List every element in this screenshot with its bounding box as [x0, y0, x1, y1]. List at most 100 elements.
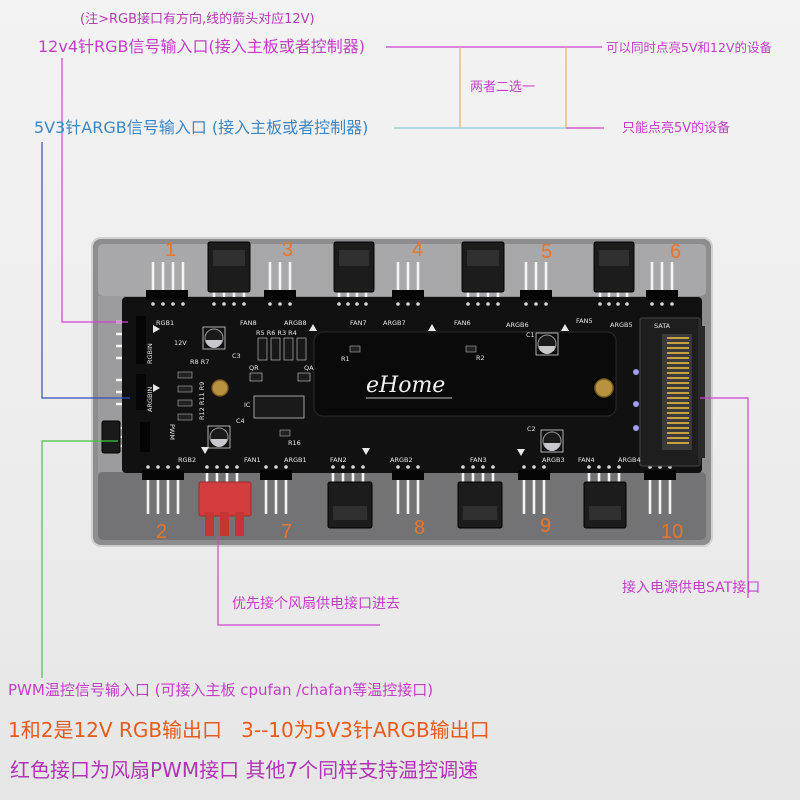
header-base-argb7 [392, 290, 424, 300]
callout-lines [41, 46, 749, 678]
housing-shell [333, 241, 375, 293]
solder-pad [351, 465, 355, 469]
solder-pad [587, 465, 591, 469]
capacitor-c3 [202, 326, 226, 350]
label-fan7: FAN7 [350, 319, 367, 327]
solder-pad [288, 302, 292, 306]
logo-text: eHome [366, 373, 445, 398]
housing-shell [457, 481, 503, 529]
solder-pad [466, 302, 470, 306]
label-sata: SATA [654, 322, 671, 330]
solder-pad [544, 302, 548, 306]
label-ic: IC [244, 401, 251, 409]
label-fan8: FAN8 [240, 319, 257, 327]
label-r8-r7: R8 R7 [190, 358, 209, 366]
resistor-r2 [465, 345, 477, 353]
label-argb5: ARGB5 [610, 321, 633, 329]
solder-pad [532, 465, 536, 469]
label-rgb1: RGB1 [156, 319, 174, 327]
pwm-header-base [140, 422, 150, 452]
led [633, 369, 639, 375]
center-plateau [313, 331, 617, 417]
solder-pad [597, 465, 601, 469]
fan8-connector [207, 241, 251, 293]
header-base-argb6 [520, 290, 552, 300]
capacitor-c1 [535, 332, 559, 356]
ic-chip [253, 395, 305, 419]
label-c1: C1 [526, 331, 535, 339]
potentiometer-right [594, 378, 614, 398]
capacitor-outline [207, 425, 231, 449]
label-qr: QR [249, 364, 259, 372]
solder-pad [396, 302, 400, 306]
port-number: 1 [165, 239, 177, 261]
callout-line-rgbin [61, 58, 128, 323]
housing-rib [220, 512, 229, 536]
solder-pad [461, 465, 465, 469]
capacitor-c2 [540, 429, 564, 453]
sata-latch [698, 326, 705, 458]
solder-pad [278, 302, 282, 306]
solder-pad [225, 465, 229, 469]
housing-rib [235, 512, 244, 536]
fan7-connector [333, 241, 375, 293]
rgb12v-input-label: 12v4针RGB信号输入口(接入主板或者控制器) [38, 37, 365, 56]
solder-pad [496, 302, 500, 306]
label-c3: C3 [232, 352, 241, 360]
label-rgb2: RGB2 [178, 456, 196, 464]
top-header-bases [146, 290, 678, 300]
housing-slot [589, 506, 621, 520]
choose-one-label: 两者二选一 [470, 80, 536, 95]
label-r16: R16 [288, 439, 301, 447]
capacitor-stripe [539, 346, 555, 354]
solder-pad [268, 302, 272, 306]
capacitor-stripe [206, 340, 222, 348]
solder-pad [361, 465, 365, 469]
solder-pad [212, 302, 216, 306]
summary-line-2: 红色接口为风扇PWM接口 其他7个同样支持温控调速 [10, 758, 479, 782]
solder-pad [364, 302, 368, 306]
housing-shell [207, 241, 251, 293]
capacitor-outline [540, 429, 564, 453]
port-number: 10 [661, 521, 684, 543]
solder-pad [146, 465, 150, 469]
solder-pad [341, 465, 345, 469]
solder-pad [670, 302, 674, 306]
label-fan2: FAN2 [330, 456, 347, 464]
housing-shell [583, 481, 627, 529]
label-qa: QA [304, 364, 314, 372]
silkscreen-labels: RGB1 12V FAN8 ARGB8 FAN7 ARGB7 FAN6 ARGB… [146, 317, 671, 464]
solder-pad [416, 465, 420, 469]
callout-line-sata [700, 397, 749, 598]
solder-pad [331, 465, 335, 469]
solder-pad [416, 302, 420, 306]
header-base-argb2 [392, 470, 424, 480]
sata-power-label: 接入电源供电SAT接口 [622, 580, 761, 596]
resistor [177, 385, 193, 393]
rgbin-header-base [136, 316, 146, 364]
only-5v-devices-label: 只能点亮5V的设备 [622, 121, 731, 136]
label-fan4: FAN4 [578, 456, 595, 464]
fan2-connector [327, 481, 373, 529]
label-r5-r6-r3-r4: R5 R6 R3 R4 [256, 329, 297, 337]
solder-pad [522, 465, 526, 469]
label-argbin: ARGBIN [146, 387, 154, 412]
solder-pad [205, 465, 209, 469]
capacitor-stripe [211, 439, 227, 447]
solder-pad [284, 465, 288, 469]
argb5v-input-label: 5V3针ARGB信号输入口 (接入主板或者控制器) [34, 118, 369, 137]
label-12v: 12V [174, 339, 187, 347]
fan-power-first-label: 优先接个风扇供电接口进去 [232, 596, 400, 612]
label-argb3: ARGB3 [542, 456, 565, 464]
header-base-argb3 [518, 470, 550, 480]
fan4-connector [583, 481, 627, 529]
solder-pad [598, 302, 602, 306]
solder-pad [171, 302, 175, 306]
bottom-header-bases [142, 470, 676, 480]
header-base-argb4 [644, 470, 676, 480]
label-r12-r11-r9: R12 R11 R9 [198, 382, 206, 420]
solder-pad [542, 465, 546, 469]
solder-pad [476, 302, 480, 306]
solder-pad [166, 465, 170, 469]
label-argb6: ARGB6 [506, 321, 529, 329]
